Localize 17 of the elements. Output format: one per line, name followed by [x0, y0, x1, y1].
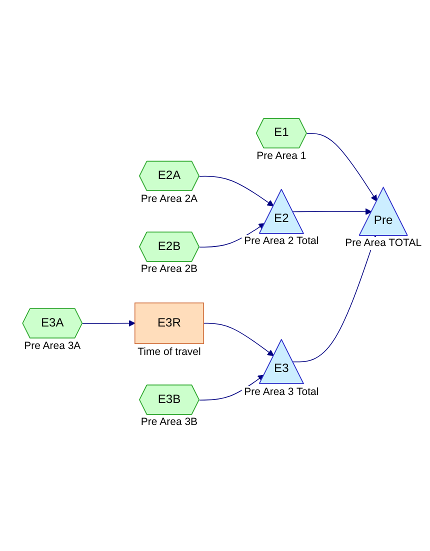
node-caption: Pre Area TOTAL — [343, 237, 424, 250]
node-caption: Pre Area 3A — [22, 340, 83, 352]
node-caption: Time of travel — [136, 346, 203, 358]
arrow — [199, 223, 266, 248]
node-caption: Pre Area 3B — [138, 416, 200, 428]
node-caption: Pre Area 2 Total — [242, 235, 321, 248]
arrow — [203, 322, 274, 356]
node-box: E3R — [134, 302, 204, 344]
arrow — [199, 374, 265, 400]
arrow — [199, 176, 274, 206]
node-caption: Pre Area 3 Total — [242, 386, 321, 398]
node-caption: Pre Area 1 — [254, 150, 308, 162]
arrow — [292, 208, 372, 215]
arrow — [292, 236, 377, 362]
arrow — [82, 320, 136, 327]
node-caption: Pre Area 2A — [138, 192, 200, 205]
arrow — [306, 133, 378, 202]
